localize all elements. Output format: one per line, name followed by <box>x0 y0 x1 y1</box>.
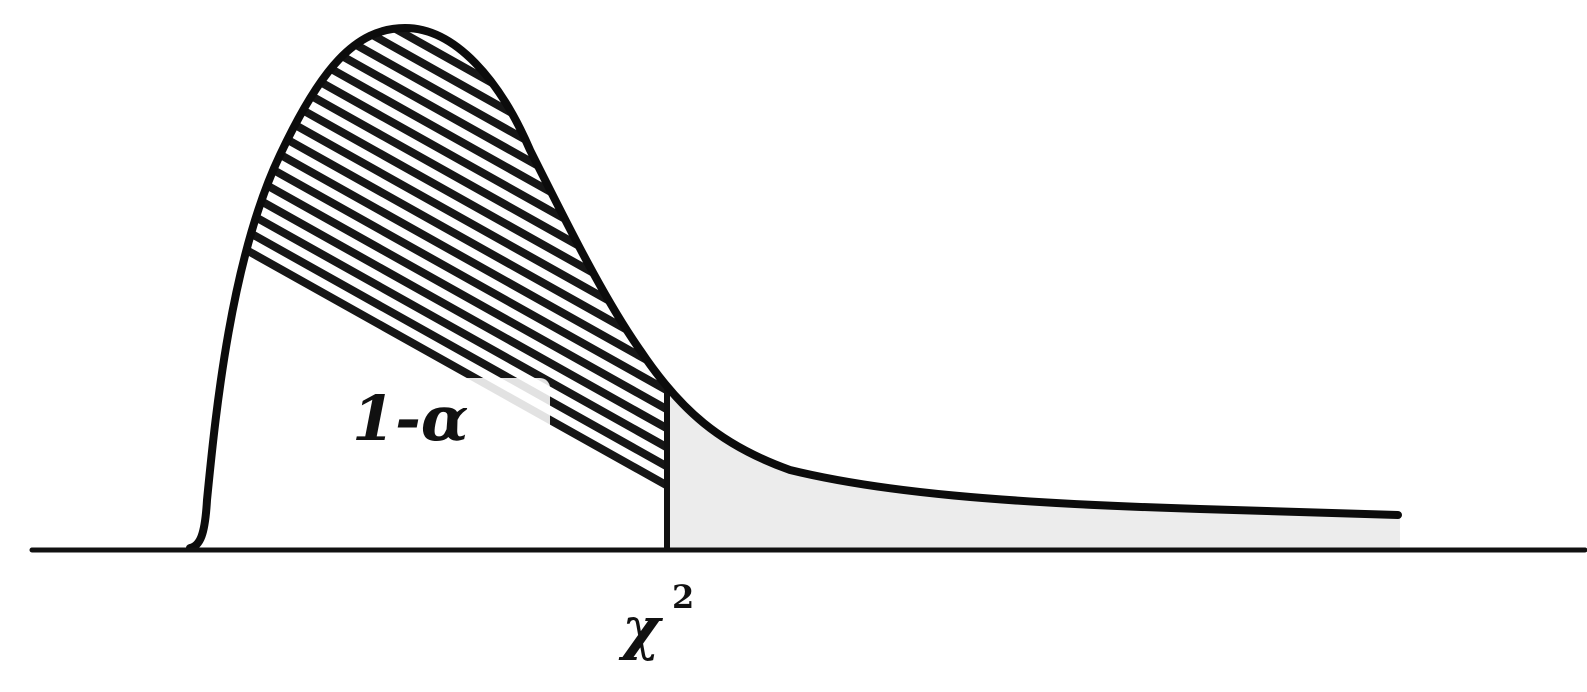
hatch-stroke <box>198 28 670 548</box>
hatch-stroke <box>1194 0 1587 560</box>
hatch-stroke <box>198 28 670 548</box>
hatch-stroke <box>956 0 1587 560</box>
hatch-stroke <box>198 28 670 548</box>
hatch-stroke <box>374 28 670 548</box>
hatch-stroke <box>786 0 1587 560</box>
hatch-stroke <box>198 28 670 548</box>
hatch-stroke <box>272 28 670 548</box>
shaded-region-label: 1-α <box>352 382 469 455</box>
hatch-stroke <box>238 28 670 548</box>
hatch-stroke <box>204 28 670 548</box>
hatch-stroke <box>1160 0 1587 560</box>
hatch-stroke <box>198 28 670 548</box>
hatch-stroke <box>198 28 670 548</box>
hatch-stroke <box>198 28 670 548</box>
upper-tail-region <box>670 388 1400 548</box>
hatch-stroke <box>752 0 1587 560</box>
hatch-stroke <box>888 0 1587 560</box>
hatch-stroke <box>990 0 1587 560</box>
hatch-stroke <box>198 28 670 548</box>
region-label-backing <box>345 378 550 460</box>
hatch-stroke <box>1024 0 1587 560</box>
hatch-stroke <box>1058 0 1587 560</box>
hatch-stroke <box>1126 0 1587 560</box>
hatch-stroke <box>198 28 670 548</box>
hatch-stroke <box>306 28 670 548</box>
hatch-stroke <box>198 28 670 548</box>
hatch-stroke <box>408 28 670 548</box>
critical-value-exponent: 2 <box>672 578 694 616</box>
hatch-stroke <box>854 0 1587 560</box>
hatch-stroke <box>922 0 1587 560</box>
hatch-stroke <box>198 28 670 548</box>
hatch-stroke <box>820 0 1587 560</box>
density-curve <box>186 24 1402 552</box>
hatch-stroke <box>718 0 1587 560</box>
hatch-stroke <box>476 28 670 548</box>
critical-value-symbol: χ <box>618 594 664 662</box>
hatch-stroke <box>1092 0 1587 560</box>
